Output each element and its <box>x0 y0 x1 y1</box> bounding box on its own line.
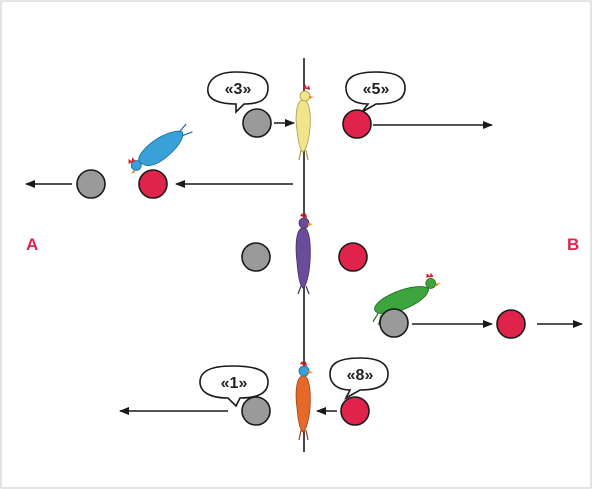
purple-rubber-chicken <box>295 213 313 295</box>
bubble-1-text: «1» <box>221 375 248 392</box>
speech-bubble-5: «5» <box>345 71 406 113</box>
speech-bubble-8: «8» <box>329 357 389 401</box>
gray-ball <box>242 108 272 138</box>
bubble-5-text: «5» <box>363 81 390 98</box>
red-ball <box>342 109 372 139</box>
bubble-3-text: «3» <box>225 81 252 98</box>
gray-ball <box>379 308 409 338</box>
red-ball <box>338 242 368 272</box>
gray-ball <box>76 169 106 199</box>
speech-bubble-3: «3» <box>207 71 269 114</box>
green-rubber-chicken <box>372 272 441 326</box>
red-ball <box>496 309 526 339</box>
gray-ball <box>241 242 271 272</box>
red-ball <box>138 169 168 199</box>
speech-bubble-1: «1» <box>199 365 269 408</box>
gray-ball <box>241 396 271 426</box>
side-label-b: B <box>567 235 579 254</box>
blue-rubber-chicken <box>128 123 193 174</box>
yellow-rubber-chicken <box>295 84 314 161</box>
red-ball <box>340 396 370 426</box>
bubble-8-text: «8» <box>347 367 374 384</box>
orange-rubber-chicken <box>295 361 313 441</box>
side-label-a: A <box>26 235 38 254</box>
